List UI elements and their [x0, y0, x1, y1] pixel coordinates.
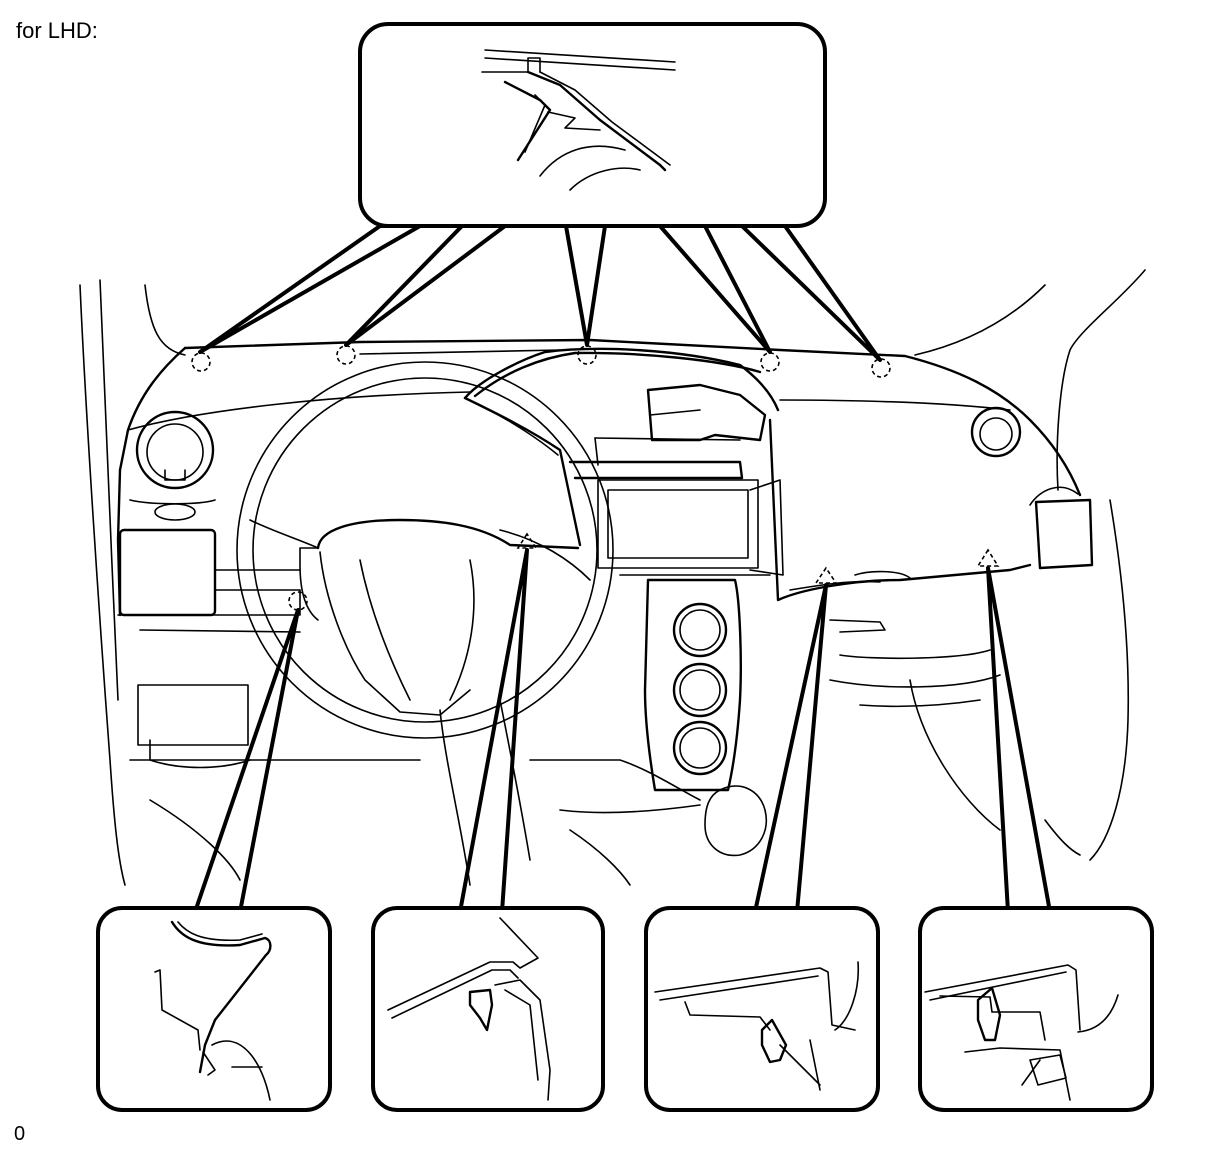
clip-marker	[336, 345, 356, 365]
right-claw-detail	[918, 906, 1154, 1112]
clip-marker	[760, 352, 780, 372]
bottom-leader-lines	[193, 548, 1052, 914]
top-clip-detail	[358, 22, 827, 228]
clip-marker	[191, 352, 211, 372]
clip-marker	[871, 358, 891, 378]
diagram-caption: for LHD:	[16, 18, 98, 43]
claw-marker	[516, 532, 538, 549]
glovebox-claw-detail	[644, 906, 880, 1112]
clip-markers	[191, 345, 891, 611]
claw-marker	[976, 548, 1000, 567]
dashboard-drawing	[79, 269, 1146, 886]
figure-code: 0	[14, 1123, 26, 1145]
center-claw-detail	[371, 906, 605, 1112]
claw-marker	[814, 566, 838, 584]
clip-marker	[577, 345, 597, 365]
left-lower-clip-detail	[96, 906, 332, 1112]
